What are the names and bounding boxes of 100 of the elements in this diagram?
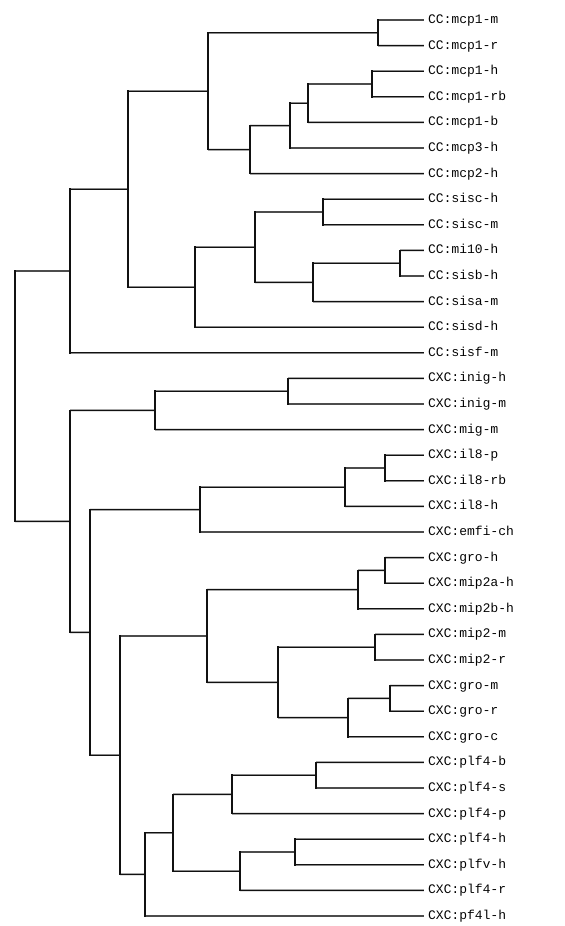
branch-line	[323, 224, 424, 226]
branch-line	[145, 915, 424, 917]
branch-line	[313, 262, 400, 264]
branch-line	[345, 506, 424, 508]
branch-line	[375, 634, 424, 636]
branch-line	[390, 684, 424, 686]
branch-line	[240, 890, 424, 892]
branch-line	[372, 70, 424, 72]
branch-line	[250, 124, 290, 126]
leaf-label: CXC:plf4-p	[428, 806, 506, 822]
branch-line	[400, 275, 424, 277]
leaf-label: CXC:plfv-h	[428, 856, 506, 873]
leaf-label: CC:sisc-m	[428, 216, 498, 233]
branch-line	[120, 635, 207, 637]
leaf-label: CXC:mip2a-h	[428, 575, 514, 592]
branch-line	[90, 508, 200, 510]
leaf-label: CXC:mip2-m	[428, 626, 506, 642]
branch-line	[308, 83, 372, 85]
branch-line	[378, 19, 424, 21]
leaf-label: CC:mcp1-rb	[428, 88, 506, 105]
branch-line	[400, 250, 424, 252]
branch-line	[232, 774, 316, 776]
branch-line	[348, 736, 424, 738]
branch-line	[128, 286, 195, 288]
branch-line	[255, 282, 313, 284]
branch-line	[278, 716, 348, 718]
leaf-label: CXC:plf4-h	[428, 831, 506, 848]
leaf-label: CXC:plf4-s	[428, 780, 506, 796]
branch-line	[290, 102, 308, 104]
branch-line	[290, 147, 424, 149]
leaf-label: CXC:mip2-r	[428, 652, 506, 668]
leaf-label: CXC:emfi-ch	[428, 524, 514, 540]
leaf-label: CC:mcp1-h	[428, 63, 498, 80]
branch-line	[15, 270, 70, 272]
branch-line	[313, 300, 424, 302]
leaf-label: CC:mcp1-b	[428, 114, 498, 130]
branch-line	[385, 556, 424, 558]
branch-line	[200, 531, 424, 533]
leaf-label: CXC:il8-p	[428, 447, 498, 464]
branch-line	[128, 90, 208, 92]
branch-line	[295, 864, 424, 866]
branch-line	[288, 378, 424, 380]
branch-line	[295, 838, 424, 840]
branch-line	[208, 148, 250, 150]
branch-line	[195, 326, 424, 328]
leaf-label: CC:mcp3-h	[428, 140, 498, 156]
branch-line	[372, 96, 424, 98]
leaf-label: CC:sisc-h	[428, 191, 498, 208]
branch-line	[345, 467, 385, 469]
leaf-label: CC:sisa-m	[428, 294, 498, 310]
branch-line	[70, 410, 155, 412]
branch-line	[278, 646, 375, 648]
branch-line	[145, 832, 173, 834]
branch-line	[207, 682, 278, 684]
leaf-label: CXC:il8-rb	[428, 472, 506, 489]
leaf-label: CXC:gro-r	[428, 703, 498, 720]
leaf-label: CXC:gro-m	[428, 678, 498, 694]
branch-line	[288, 403, 424, 405]
leaf-label: CC:sisf-m	[428, 344, 498, 361]
branch-line	[70, 632, 90, 634]
leaf-label: CXC:plf4-b	[428, 754, 506, 770]
leaf-label: CXC:inig-m	[428, 396, 506, 412]
branch-line	[200, 486, 345, 488]
leaf-label: CC:mi10-h	[428, 242, 498, 258]
branch-line	[155, 390, 288, 392]
leaf-label: CXC:inig-h	[428, 370, 506, 386]
branch-line	[390, 710, 424, 712]
branch-line	[240, 851, 295, 853]
branch-line	[250, 172, 424, 174]
leaf-label: CXC:gro-c	[428, 728, 498, 745]
leaf-label: CC:sisd-h	[428, 319, 498, 336]
branch-line	[375, 659, 424, 661]
branch-line	[195, 246, 255, 248]
branch-line	[378, 44, 424, 46]
branch-line	[208, 32, 378, 34]
branch-line	[173, 794, 232, 796]
leaf-label: CXC:plf4-r	[428, 882, 506, 898]
branch-line	[207, 588, 358, 590]
branch-line	[120, 874, 145, 876]
branch-line	[173, 870, 240, 872]
branch-line	[385, 454, 424, 456]
leaf-label: CC:mcp1-r	[428, 38, 498, 54]
leaf-label: CXC:mig-m	[428, 422, 498, 438]
branch-line	[70, 352, 424, 354]
branch-line	[316, 787, 424, 789]
branch-line	[385, 582, 424, 584]
branch-line	[385, 480, 424, 482]
leaf-label: CC:mcp2-h	[428, 166, 498, 182]
branch-line	[155, 428, 424, 430]
leaf-label: CC:sisb-h	[428, 268, 498, 284]
branch-line	[323, 198, 424, 200]
branch-line	[358, 570, 385, 572]
leaf-label: CXC:pf4l-h	[428, 908, 506, 924]
leaf-label: CXC:il8-h	[428, 498, 498, 514]
branch-line	[15, 520, 70, 522]
branch-line	[70, 188, 128, 190]
branch-line	[90, 754, 120, 756]
leaf-label: CC:mcp1-m	[428, 12, 498, 28]
branch-line	[348, 698, 390, 700]
branch-line	[358, 608, 424, 610]
